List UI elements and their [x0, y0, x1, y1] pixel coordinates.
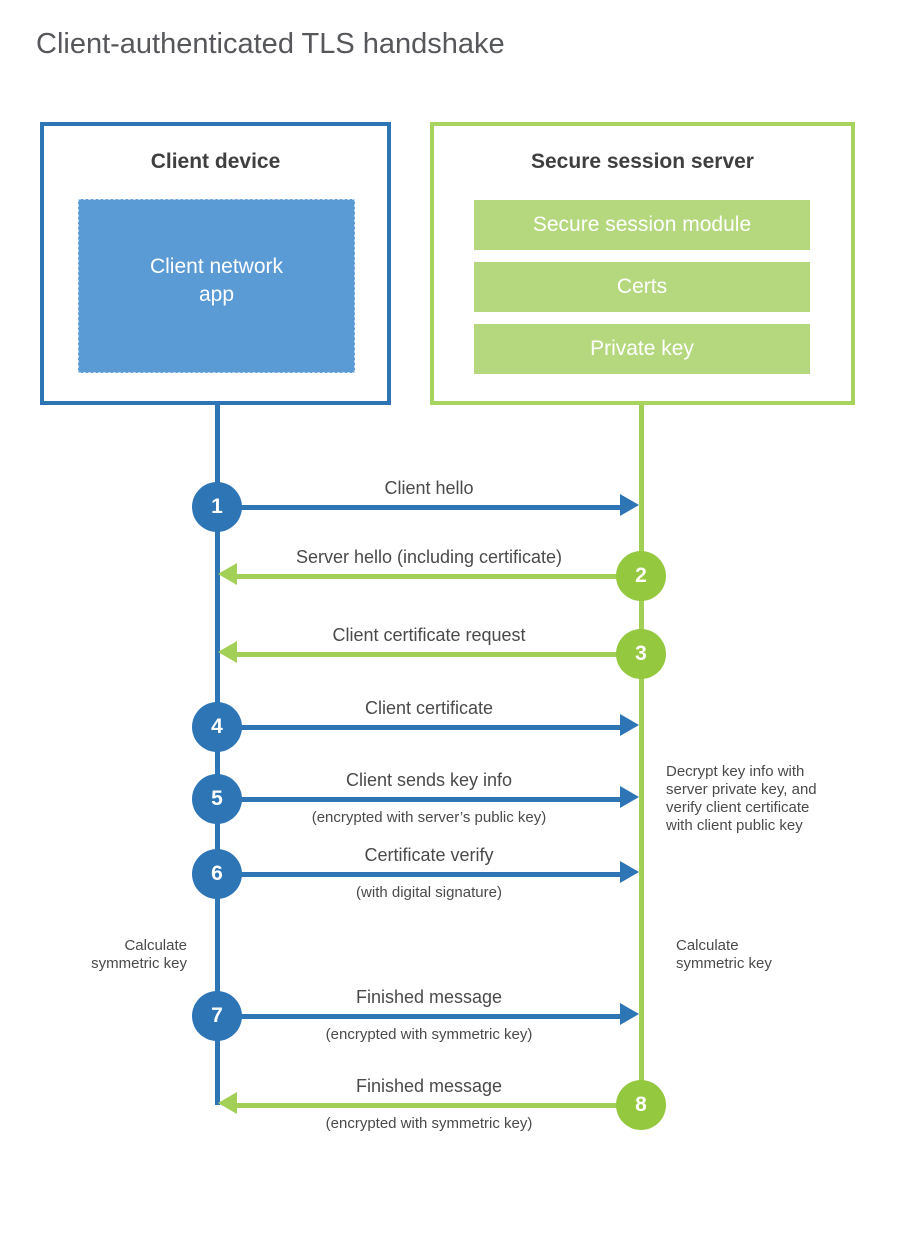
message-arrow-line	[240, 725, 622, 730]
decrypt-note: Decrypt key info with server private key…	[666, 763, 817, 834]
message-arrow-line	[237, 652, 641, 657]
server-module-bar: Private key	[474, 324, 810, 374]
message-label: Client sends key info	[345, 770, 513, 790]
message-arrow-line	[237, 1103, 641, 1108]
message-arrow-head-icon	[218, 563, 237, 585]
message-label: Client certificate request	[332, 625, 526, 645]
client-network-app-box: Client network app	[78, 199, 355, 373]
step-number-badge: 3	[616, 629, 666, 679]
client-lifeline	[215, 405, 220, 1105]
message-arrow-line	[240, 797, 622, 802]
message-arrow-head-icon	[620, 494, 639, 516]
message-arrow-line	[240, 1014, 622, 1019]
message-label: Client certificate	[364, 698, 494, 718]
server-module-label: Certs	[616, 275, 668, 298]
message-label: Finished message	[355, 987, 503, 1007]
message-arrow-head-icon	[620, 714, 639, 736]
server-module-label: Secure session module	[532, 213, 752, 236]
calculate-symmetric-key-client: Calculate symmetric key	[91, 937, 187, 972]
message-arrow-head-icon	[620, 1003, 639, 1025]
message-label: Certificate verify	[364, 845, 494, 865]
step-number-badge: 2	[616, 551, 666, 601]
message-arrow-head-icon	[620, 786, 639, 808]
step-number-badge: 6	[192, 849, 242, 899]
message-label: Finished message	[355, 1076, 503, 1096]
step-number-badge: 5	[192, 774, 242, 824]
server-module-label: Private key	[590, 337, 694, 360]
message-arrow-head-icon	[620, 861, 639, 883]
step-number-badge: 7	[192, 991, 242, 1041]
calculate-symmetric-key-server: Calculate symmetric key	[676, 937, 772, 972]
message-arrow-head-icon	[218, 1092, 237, 1114]
step-number-badge: 8	[616, 1080, 666, 1130]
step-number-badge: 1	[192, 482, 242, 532]
client-device-title: Client device	[150, 150, 281, 173]
message-arrow-head-icon	[218, 641, 237, 663]
message-sublabel: (encrypted with symmetric key)	[325, 1115, 533, 1132]
message-sublabel: (encrypted with server’s public key)	[311, 809, 547, 826]
message-arrow-line	[237, 574, 641, 579]
server-module-bar: Secure session module	[474, 200, 810, 250]
message-arrow-line	[240, 872, 622, 877]
message-sublabel: (encrypted with symmetric key)	[325, 1026, 533, 1043]
message-sublabel: (with digital signature)	[356, 884, 502, 901]
page-title: Client-authenticated TLS handshake	[36, 28, 505, 60]
server-lifeline	[639, 405, 644, 1105]
message-label: Client hello	[384, 478, 474, 498]
step-number-badge: 4	[192, 702, 242, 752]
message-label: Server hello (including certificate)	[295, 547, 563, 567]
secure-session-server-title: Secure session server	[531, 150, 754, 173]
server-module-bar: Certs	[474, 262, 810, 312]
client-network-app-label: Client network app	[149, 255, 284, 306]
message-arrow-line	[240, 505, 622, 510]
